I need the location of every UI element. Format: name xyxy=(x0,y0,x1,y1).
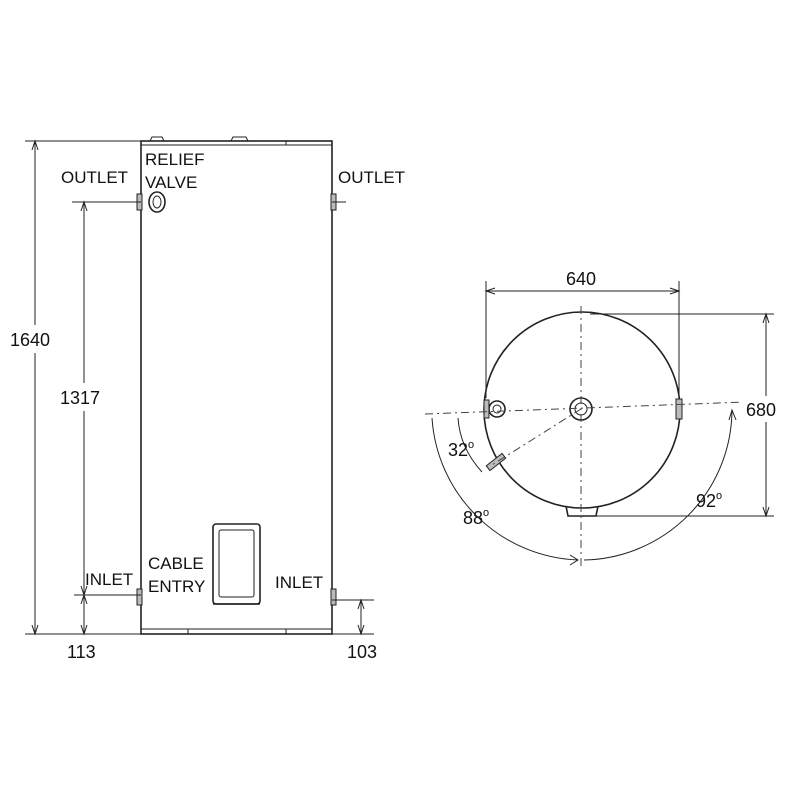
inlet-right-fitting xyxy=(330,588,337,606)
dimension-total-height: 1640 xyxy=(2,139,141,636)
dimension-inlet-left: 113 xyxy=(67,593,141,662)
inlet-fitting-top-view xyxy=(485,452,507,472)
cable-entry-label-2: ENTRY xyxy=(148,577,205,596)
outlet-right-label: OUTLET xyxy=(338,168,405,187)
angle-32-label: 32o xyxy=(448,439,474,460)
horizontal-centre-line xyxy=(424,401,746,415)
cable-entry-label-1: CABLE xyxy=(148,554,204,573)
top-view: 640 680 32o 88o 92o xyxy=(424,269,792,568)
relief-valve-icon xyxy=(148,191,166,213)
dimension-113-label: 113 xyxy=(67,642,96,662)
dimension-103-label: 103 xyxy=(347,642,377,662)
inlet-right-label: INLET xyxy=(275,573,323,592)
angle-32-arc: 32o xyxy=(448,417,483,473)
relief-valve-label-2: VALVE xyxy=(145,173,197,192)
dimension-depth: 680 xyxy=(590,312,792,518)
cable-entry-fitting-top-view xyxy=(565,505,599,517)
outlet-fitting-top-view xyxy=(675,398,683,420)
tank-top-circle xyxy=(483,311,681,509)
outlet-left-label: OUTLET xyxy=(61,168,128,187)
dimension-1317-label: 1317 xyxy=(60,388,100,408)
side-view: OUTLET OUTLET RELIEF VALVE CABLE ENTRY I… xyxy=(2,136,405,662)
top-fitting-right xyxy=(230,136,249,142)
dimension-640-label: 640 xyxy=(566,269,596,289)
dimension-inlet-right: 103 xyxy=(332,598,377,662)
angle-88-arc: 88o xyxy=(431,417,579,566)
dimension-1640-label: 1640 xyxy=(10,330,50,350)
angle-32-line xyxy=(491,408,582,466)
angle-88-label: 88o xyxy=(463,507,489,528)
angle-92-arc: 92o xyxy=(583,408,737,561)
relief-valve-label-1: RELIEF xyxy=(145,150,205,169)
top-fitting-left xyxy=(149,136,165,142)
inlet-left-label: INLET xyxy=(85,570,133,589)
angle-92-label: 92o xyxy=(696,490,722,511)
dimension-outlet-height: 1317 xyxy=(52,200,128,597)
relief-fitting-icon xyxy=(483,399,506,419)
inlet-left-fitting xyxy=(136,588,143,606)
cable-entry-box xyxy=(212,523,261,605)
dimension-680-label: 680 xyxy=(746,400,776,420)
dimension-diameter: 640 xyxy=(484,269,681,398)
tank-body xyxy=(140,140,333,635)
